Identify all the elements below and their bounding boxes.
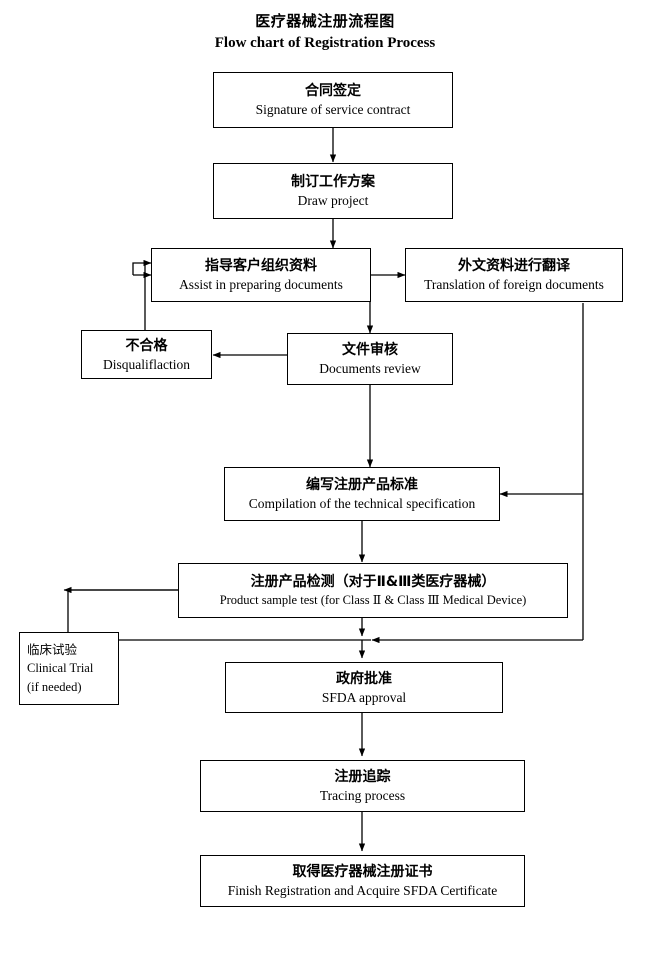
chart-title-cn: 医疗器械注册流程图 <box>255 12 395 30</box>
node-doc-review[interactable]: 文件审核 Documents review <box>287 333 453 385</box>
node-tracing[interactable]: 注册追踪 Tracing process <box>200 760 525 812</box>
wire-sample-test-to-clinical <box>67 589 178 632</box>
node-sample-test-cn: 注册产品检测（对于Ⅱ&Ⅲ类医疗器械） <box>250 573 496 590</box>
node-finish[interactable]: 取得医疗器械注册证书 Finish Registration and Acqui… <box>200 855 525 907</box>
node-assist[interactable]: 指导客户组织资料 Assist in preparing documents <box>151 248 371 302</box>
node-clinical-trial-en: Clinical Trial <box>27 661 94 675</box>
node-draw-project[interactable]: 制订工作方案 Draw project <box>213 163 453 219</box>
node-disqualified-cn: 不合格 <box>125 337 168 354</box>
node-doc-review-cn: 文件审核 <box>342 342 398 358</box>
node-assist-en: Assist in preparing documents <box>179 277 343 292</box>
node-tracing-cn: 注册追踪 <box>334 769 391 785</box>
node-draw-project-en: Draw project <box>297 193 369 208</box>
node-clinical-trial[interactable]: 临床试验 Clinical Trial (if needed) <box>19 632 119 705</box>
node-doc-review-en: Documents review <box>319 361 421 376</box>
node-finish-cn: 取得医疗器械注册证书 <box>292 864 433 880</box>
node-contract-cn: 合同签定 <box>305 83 361 99</box>
node-translation-en: Translation of foreign documents <box>424 277 604 292</box>
node-translation-cn: 外文资料进行翻译 <box>458 258 570 274</box>
node-sample-test[interactable]: 注册产品检测（对于Ⅱ&Ⅲ类医疗器械） Product sample test (… <box>178 563 568 618</box>
chart-title-en: Flow chart of Registration Process <box>214 35 436 51</box>
chart-title: 医疗器械注册流程图 Flow chart of Registration Pro… <box>0 12 650 53</box>
node-sfda-approval-en: SFDA approval <box>321 689 407 705</box>
node-clinical-trial-cn: 临床试验 <box>27 642 78 657</box>
node-translation[interactable]: 外文资料进行翻译 Translation of foreign document… <box>405 248 623 302</box>
node-contract-en: Signature of service contract <box>255 102 411 117</box>
node-clinical-trial-note: (if needed) <box>27 680 82 694</box>
node-disqualified[interactable]: 不合格 Disqualiflaction <box>81 330 212 379</box>
node-sample-test-en: Product sample test (for Class Ⅱ & Class… <box>219 592 527 607</box>
node-tech-spec-cn: 编写注册产品标准 <box>306 477 418 493</box>
node-assist-cn: 指导客户组织资料 <box>205 258 317 274</box>
node-draw-project-cn: 制订工作方案 <box>291 174 375 190</box>
node-disqualified-en: Disqualiflaction <box>103 356 190 372</box>
node-tech-spec[interactable]: 编写注册产品标准 Compilation of the technical sp… <box>224 467 500 521</box>
node-sfda-approval-cn: 政府批准 <box>336 670 392 687</box>
node-tracing-en: Tracing process <box>319 788 406 803</box>
node-sfda-approval[interactable]: 政府批准 SFDA approval <box>225 662 503 713</box>
node-finish-en: Finish Registration and Acquire SFDA Cer… <box>227 883 498 898</box>
node-contract[interactable]: 合同签定 Signature of service contract <box>213 72 453 128</box>
wire-disqualified-loop-leg <box>132 262 145 275</box>
node-tech-spec-en: Compilation of the technical specificati… <box>248 496 476 511</box>
